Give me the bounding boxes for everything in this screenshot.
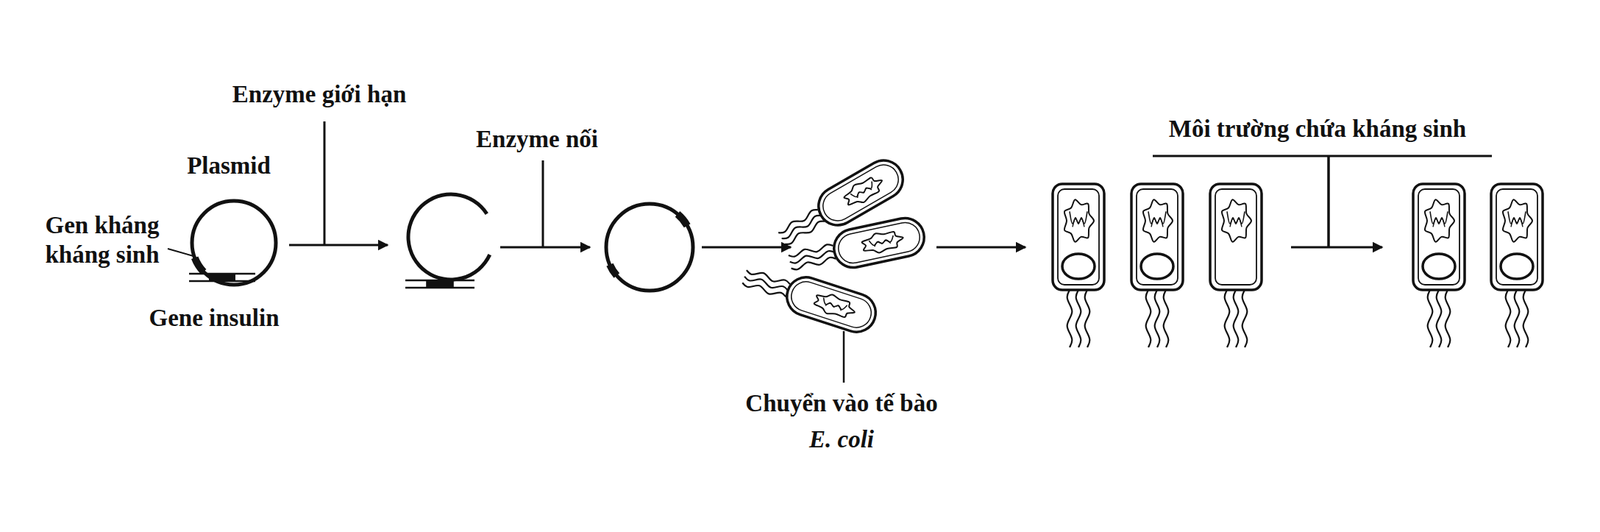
flagellum [1505,289,1511,348]
leader-line [167,248,194,256]
dna-coil [855,186,872,198]
plasmid-ring [606,203,693,291]
flagellum [1076,289,1082,348]
process-arrow [936,246,1026,249]
plasmid [1500,253,1534,279]
flagellum [741,280,787,299]
gene-segment [191,256,206,274]
gene-segment [675,211,691,228]
flagellum [743,274,789,293]
bacterium [785,214,928,282]
label: Môi trường chứa kháng sinh [1168,114,1467,145]
flagellum [790,256,837,270]
dna-coil [1433,218,1445,227]
process-arrow [1291,246,1383,249]
ecoli-cell [1413,183,1465,348]
flagellum [1427,289,1434,348]
flagellum [1436,289,1442,348]
flagellum [1514,289,1520,348]
bracket-line [1327,155,1331,248]
dna-coil [1227,211,1245,224]
flagellum [783,219,826,247]
label: E. coli [809,425,874,455]
plasmid-ring [192,200,276,285]
flagellum [1523,289,1529,348]
flagellum [1146,289,1152,348]
dna-coil [1151,218,1164,227]
label: Enzyme giới hạn [232,80,407,110]
ecoli-cell [1052,183,1105,348]
dna-coil [1508,211,1526,224]
flagellum [787,243,834,258]
ecoli-cell [1491,183,1543,348]
plasmid [1062,253,1095,279]
flagellum [745,267,791,287]
label: Plasmid [186,151,271,181]
dna-coil [873,239,891,248]
dna-coil [1072,218,1085,227]
process-drawing [167,121,1543,383]
process-arrow [701,246,791,249]
open-plasmid [406,192,492,282]
nucleoid [860,228,905,256]
process-arrow [289,244,388,247]
nucleoid [812,289,858,322]
leader-line [843,331,846,383]
dna-coil [821,297,847,311]
flagellum [1233,289,1239,348]
flagellum [780,213,823,241]
flagellum [789,250,835,265]
flagellum [1163,289,1169,348]
nucleoid [1502,199,1533,242]
ecoli-cell [1210,183,1262,348]
dna-coil [1229,218,1242,227]
flagellum [1445,289,1451,348]
flagellum [1085,289,1091,348]
nucleoid [1424,199,1455,242]
nucleoid [1221,199,1252,242]
insulin-gene [425,279,454,289]
enzyme-line [323,121,326,245]
label: Gene insulin [149,303,280,334]
dna-coil [825,302,843,312]
bacterium [738,258,881,337]
ecoli-cell [1131,183,1183,348]
enzyme-line [542,160,545,248]
flagellum [1154,289,1161,348]
nucleoid [1143,199,1173,242]
process-arrow [500,246,590,249]
dna-coil [1069,211,1088,224]
flagellum [1242,289,1248,348]
dna-coil [1510,218,1523,227]
bracket-line [1152,155,1492,158]
plasmid [1422,253,1456,279]
nucleoid [841,172,888,210]
label: Chuyển vào tế bào [745,389,938,419]
nucleoid [1064,199,1094,242]
dna-coil [850,181,875,200]
flagellum [1224,289,1230,348]
gene-segment [606,263,620,279]
plasmid [1140,253,1174,279]
flagellum [1067,289,1073,348]
label: Enzyme nối [475,125,599,155]
insulin-gene [208,272,236,282]
dna-coil [1148,211,1166,224]
dna-coil [1430,211,1448,224]
dna-coil [868,235,894,247]
label: Gen kháng kháng sinh [28,211,176,270]
